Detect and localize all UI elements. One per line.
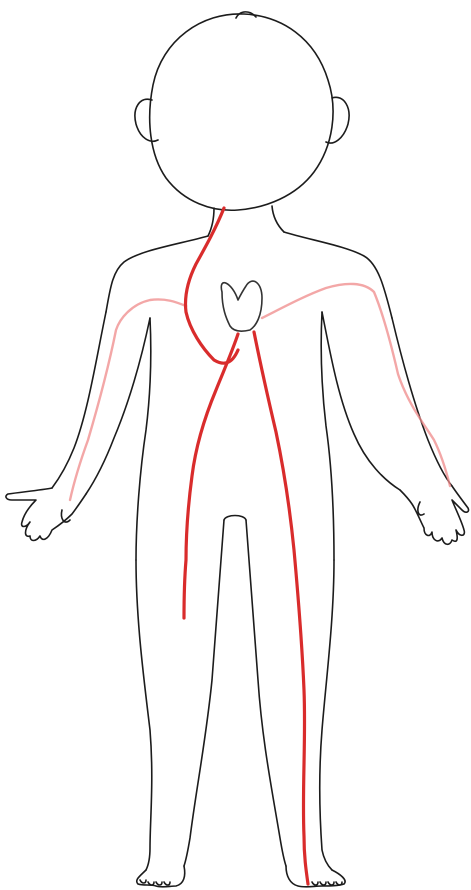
right-thumb — [418, 502, 424, 515]
right-hand — [400, 486, 469, 544]
head-outline — [150, 14, 333, 210]
vessel-left-arm — [262, 284, 450, 486]
vessel-heart-to-right-foot — [254, 332, 308, 884]
right-leg-inner — [246, 520, 286, 866]
left-leg-outer — [136, 560, 152, 870]
left-hand — [6, 488, 86, 541]
vessel-heart-to-left-thigh — [184, 334, 238, 618]
right-leg-outer — [320, 560, 334, 870]
torso-right — [321, 312, 334, 560]
crotch — [224, 516, 246, 521]
right-shoulder — [284, 232, 392, 318]
hair-tuft — [236, 12, 256, 18]
neck-right — [272, 206, 284, 232]
left-ear — [135, 99, 158, 141]
right-toes — [312, 882, 342, 885]
heart-icon — [221, 281, 262, 331]
left-leg-inner — [184, 520, 224, 866]
torso-left — [136, 318, 151, 560]
left-arm-outer — [52, 312, 106, 488]
